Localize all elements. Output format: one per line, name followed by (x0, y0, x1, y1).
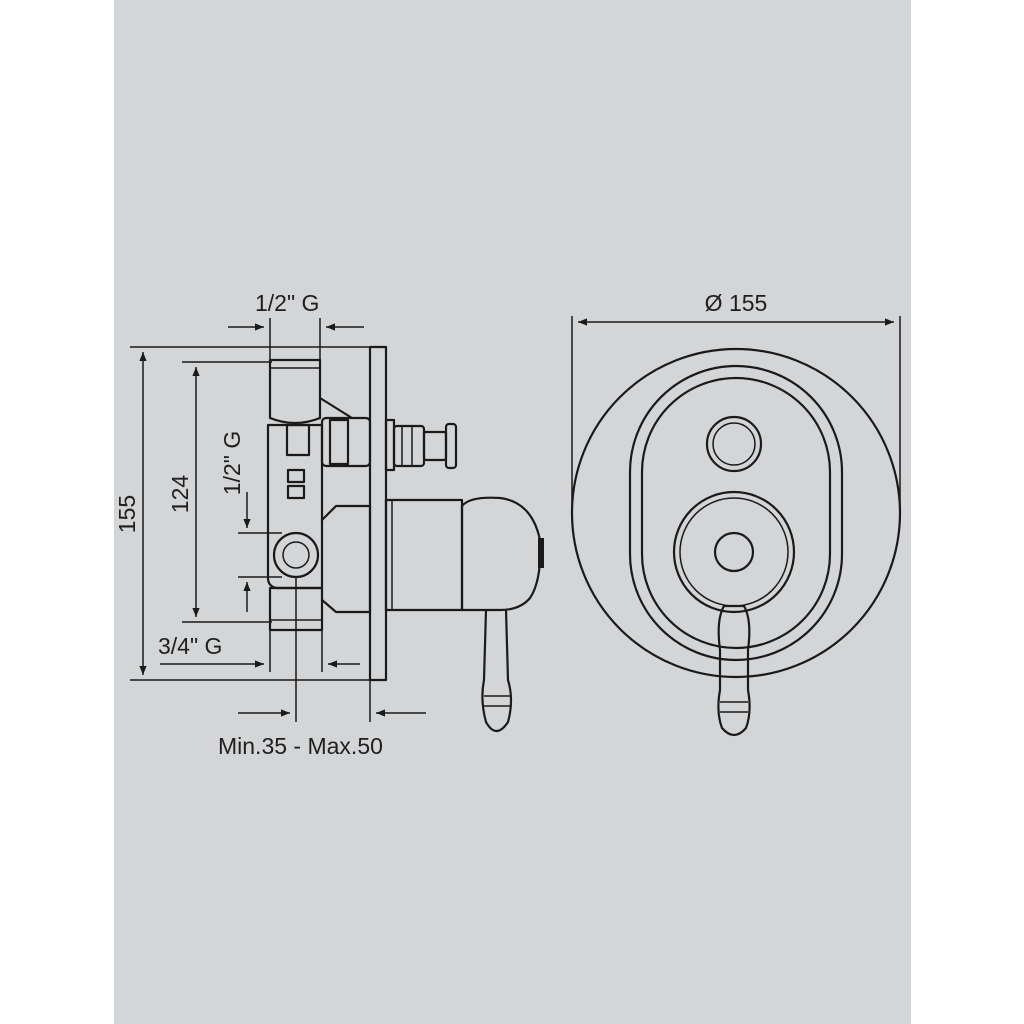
front-lever (717, 604, 751, 737)
lever-cap (538, 538, 544, 568)
escutcheon-outer (628, 364, 844, 662)
diverter-button-outer (705, 415, 763, 473)
lever-handle (481, 608, 513, 733)
rear-housing (320, 504, 372, 614)
label-diameter: Ø 155 (705, 290, 768, 316)
diverter-base (384, 418, 396, 472)
wall-plate (368, 345, 388, 682)
lever-head (460, 496, 542, 612)
body-detail (286, 468, 306, 484)
front-plate-outer (570, 347, 902, 679)
label-side-connection: 1/2" G (219, 431, 245, 495)
label-depth: Min.35 - Max.50 (218, 733, 383, 759)
diverter-stem (422, 430, 448, 462)
body-detail (286, 484, 306, 500)
side-fitting (320, 416, 372, 468)
front-view: Ø 155 (570, 290, 902, 737)
mixer-rosette-outer (672, 490, 796, 614)
escutcheon-inner (640, 376, 832, 650)
diverter-knob (444, 422, 458, 470)
diverter-button-inner (712, 422, 756, 466)
cartridge-housing (384, 498, 464, 612)
mixer-rosette-inner (679, 497, 789, 607)
label-inner-height: 124 (167, 475, 193, 514)
top-inlet-pipe (268, 358, 322, 425)
body-neck (285, 423, 311, 457)
label-bottom-connection: 3/4" G (158, 633, 222, 659)
diverter-collar (392, 424, 426, 468)
side-fitting-ring (328, 418, 350, 466)
label-top-connection: 1/2" G (255, 290, 319, 316)
side-view: 1/2" G 155 124 1/2" G 3/4" G Min.35 - Ma… (114, 290, 544, 759)
mixer-spindle (713, 531, 755, 573)
side-outlet (272, 531, 320, 579)
side-outlet-inner (282, 541, 310, 569)
label-total-height: 155 (114, 495, 140, 533)
